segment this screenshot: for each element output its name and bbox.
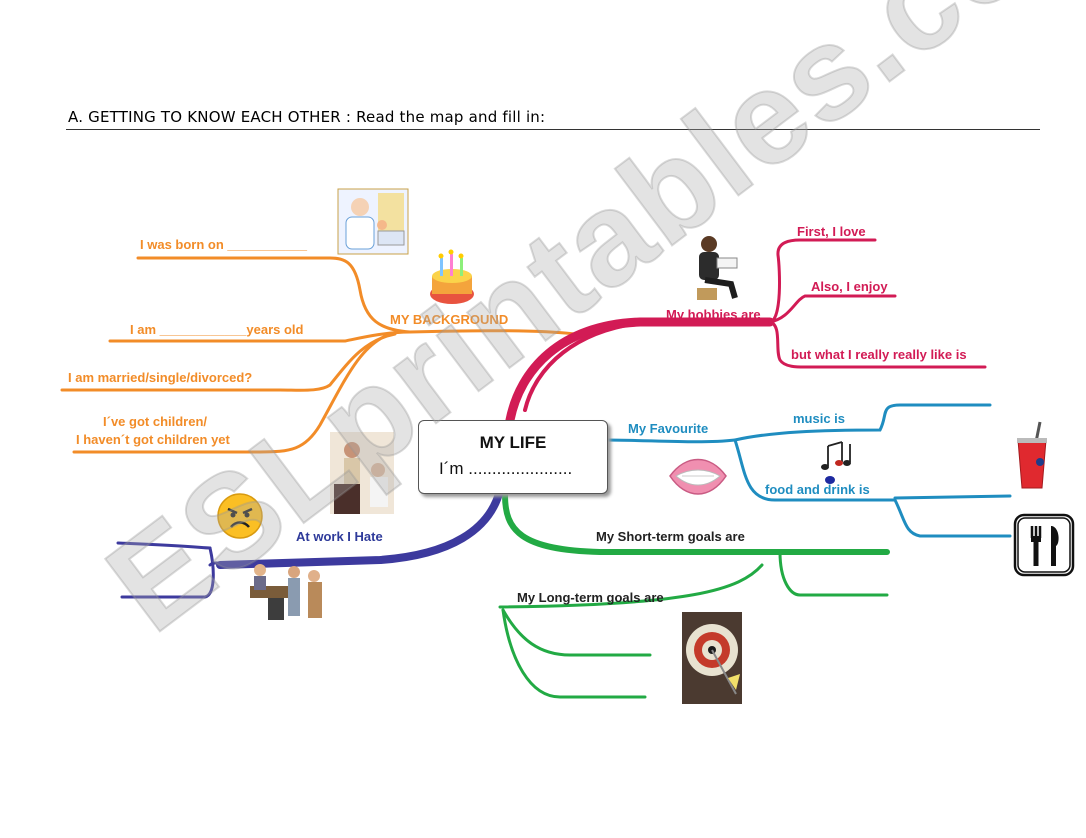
party-people-photo — [330, 432, 394, 514]
office-workers-clipart — [250, 564, 322, 620]
hobbies-branch — [505, 238, 987, 425]
background-label: MY BACKGROUND — [390, 312, 509, 327]
music-notes-icon — [821, 441, 851, 484]
background-item-born: I was born on ___________ — [140, 237, 307, 252]
favourite-label: My Favourite — [628, 421, 709, 436]
work-branch — [116, 486, 504, 599]
short-term-goals-label: My Short-term goals are — [596, 529, 745, 544]
background-item-age: I am ____________years old — [130, 322, 304, 337]
worksheet-header: A. GETTING TO KNOW EACH OTHER : Read the… — [68, 108, 546, 126]
favourite-branch — [603, 403, 1012, 538]
fork-knife-icon — [1013, 513, 1075, 577]
birthday-cake-clipart — [430, 249, 474, 304]
work-hate-label: At work I Hate — [296, 529, 383, 544]
background-item-marital: I am married/single/divorced? — [68, 370, 253, 385]
center-subtitle: I´m ...................... — [439, 459, 573, 478]
background-item-children-2: I haven´t got children yet — [76, 432, 230, 447]
hobbies-item-enjoy: Also, I enjoy — [811, 279, 888, 294]
angry-face-icon — [217, 493, 263, 539]
smile-lips-clipart — [669, 458, 727, 495]
center-node: MY LIFE I´m ...................... — [418, 420, 608, 494]
goals-branch — [498, 492, 890, 699]
favourite-item-music: music is — [793, 411, 846, 426]
favourite-item-food: food and drink is — [765, 482, 870, 497]
center-title: MY LIFE — [479, 433, 547, 452]
hobbies-item-really-like: but what I really really like is — [791, 347, 967, 362]
dartboard-clipart — [682, 612, 742, 704]
reading-woman-clipart — [697, 236, 738, 300]
header-rule — [66, 129, 1040, 130]
long-term-goals-label: My Long-term goals are — [517, 590, 664, 605]
background-branch — [60, 256, 577, 454]
soda-cup-icon — [1017, 421, 1047, 489]
hobbies-item-love: First, I love — [797, 224, 866, 239]
background-item-children-1: I´ve got children/ — [103, 414, 208, 429]
hobbies-label: My hobbies are — [666, 307, 761, 322]
doctor-baby-clipart — [337, 188, 409, 255]
